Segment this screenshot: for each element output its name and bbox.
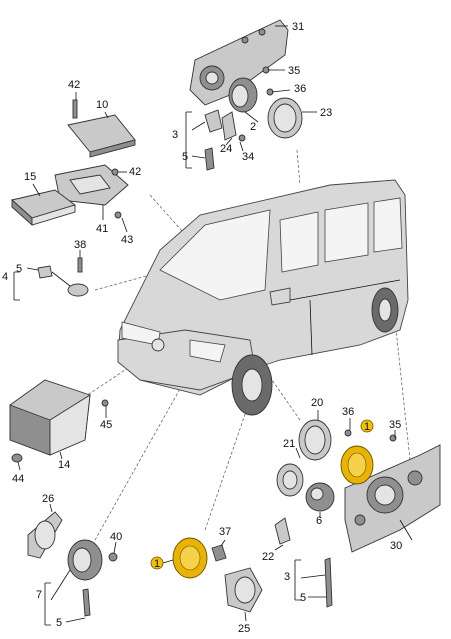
callout-36-bottom: 36 xyxy=(342,406,354,418)
callout-15: 15 xyxy=(24,171,36,183)
callout-3-top: 3 xyxy=(172,129,178,141)
van-illustration xyxy=(117,179,409,416)
callout-26: 26 xyxy=(42,493,54,505)
callout-5-bottom-left: 5 xyxy=(56,617,62,629)
callout-44: 44 xyxy=(12,473,24,485)
callout-31: 31 xyxy=(292,21,304,33)
callout-5-right: 5 xyxy=(300,592,306,604)
bottom-middle-speaker-group xyxy=(172,537,263,613)
callout-25: 25 xyxy=(238,623,250,635)
callout-35-bottom: 35 xyxy=(389,419,401,431)
control-unit-14 xyxy=(9,379,109,463)
callout-22: 22 xyxy=(262,551,274,563)
callout-1-left: 1 xyxy=(154,558,160,570)
callout-2: 2 xyxy=(250,121,256,133)
callout-5-left: 5 xyxy=(16,263,22,275)
control-units-group xyxy=(11,99,136,227)
rear-speaker-group xyxy=(189,19,303,171)
callout-35-top: 35 xyxy=(288,65,300,77)
callout-21: 21 xyxy=(283,438,295,450)
callout-labels: 31 35 36 2 23 3 5 24 34 42 10 42 15 41 4… xyxy=(2,21,402,635)
callout-42-middle: 42 xyxy=(129,166,141,178)
callout-5-top: 5 xyxy=(182,151,188,163)
callout-14: 14 xyxy=(58,459,70,471)
callout-36-top: 36 xyxy=(294,83,306,95)
callout-3-right: 3 xyxy=(284,571,290,583)
callout-43: 43 xyxy=(121,234,133,246)
callout-7: 7 xyxy=(36,589,42,601)
callout-20: 20 xyxy=(311,397,323,409)
callout-1-right: 1 xyxy=(364,421,370,433)
callout-45: 45 xyxy=(100,419,112,431)
front-speaker-group xyxy=(274,419,441,608)
bottom-left-speaker-group xyxy=(27,511,118,617)
callout-41: 41 xyxy=(96,223,108,235)
callout-6: 6 xyxy=(316,515,322,527)
callout-24: 24 xyxy=(220,143,232,155)
callout-37: 37 xyxy=(219,526,231,538)
callout-4: 4 xyxy=(2,271,8,283)
callout-40: 40 xyxy=(110,531,122,543)
sensor-group xyxy=(37,257,89,297)
callout-badge-1-right xyxy=(360,419,374,433)
callout-38: 38 xyxy=(74,239,86,251)
callout-23: 23 xyxy=(320,107,332,119)
callout-badge-1-left xyxy=(150,556,164,570)
callout-42-top: 42 xyxy=(68,79,80,91)
callout-10: 10 xyxy=(96,99,108,111)
callout-34: 34 xyxy=(242,151,254,163)
callout-30: 30 xyxy=(390,540,402,552)
